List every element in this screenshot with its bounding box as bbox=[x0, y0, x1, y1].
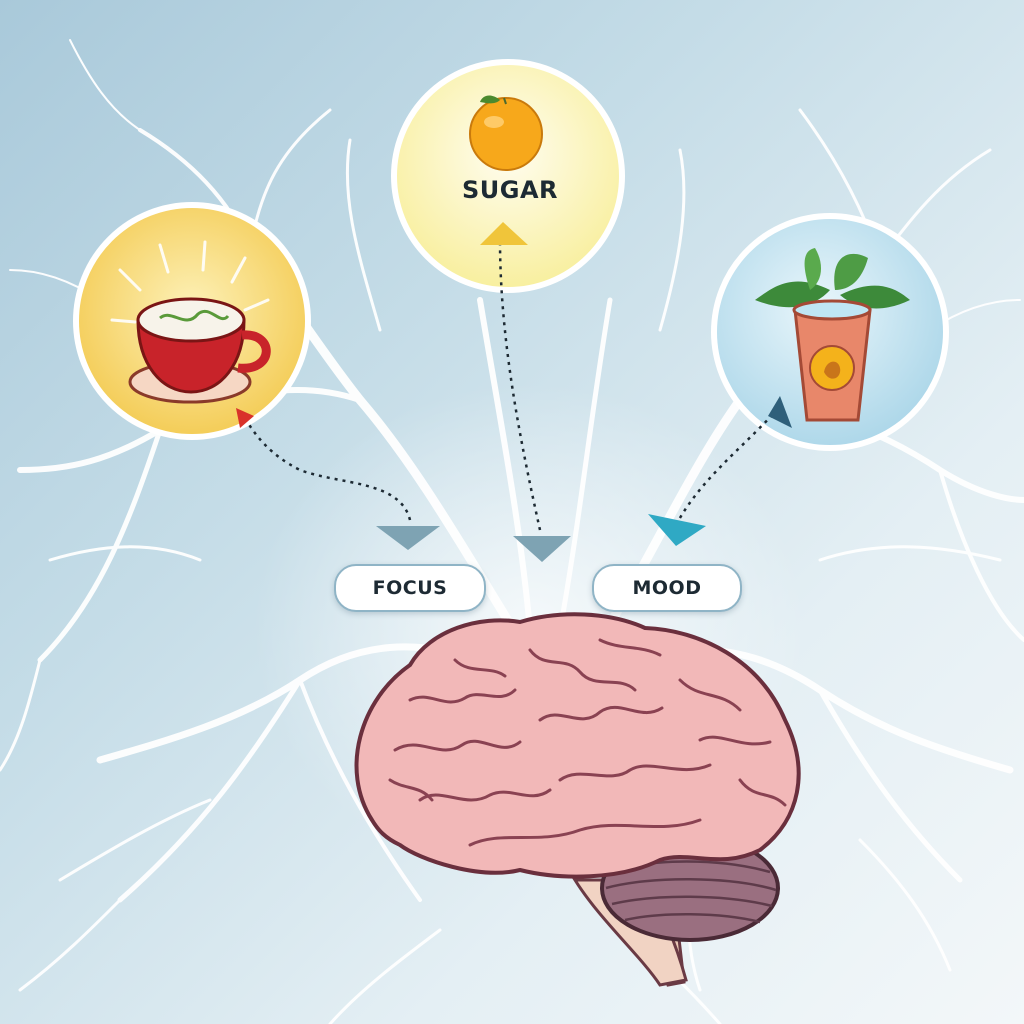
coffee-cup-icon bbox=[110, 240, 271, 404]
focus-arrow-head bbox=[376, 526, 440, 550]
sugar-arrow-head bbox=[480, 222, 528, 245]
mood-drink-connector bbox=[674, 411, 776, 526]
orange-icon bbox=[469, 95, 543, 171]
mood-arrow-head bbox=[648, 514, 706, 546]
focus-label: FOCUS bbox=[334, 564, 486, 612]
center-arrow-head bbox=[513, 536, 571, 562]
mood-label: MOOD bbox=[592, 564, 742, 612]
coffee-arrow-head bbox=[236, 408, 254, 428]
herbal-drink-cup-icon bbox=[755, 248, 910, 422]
drink-arrow-head bbox=[768, 396, 792, 428]
sugar-label: SUGAR bbox=[461, 176, 559, 204]
